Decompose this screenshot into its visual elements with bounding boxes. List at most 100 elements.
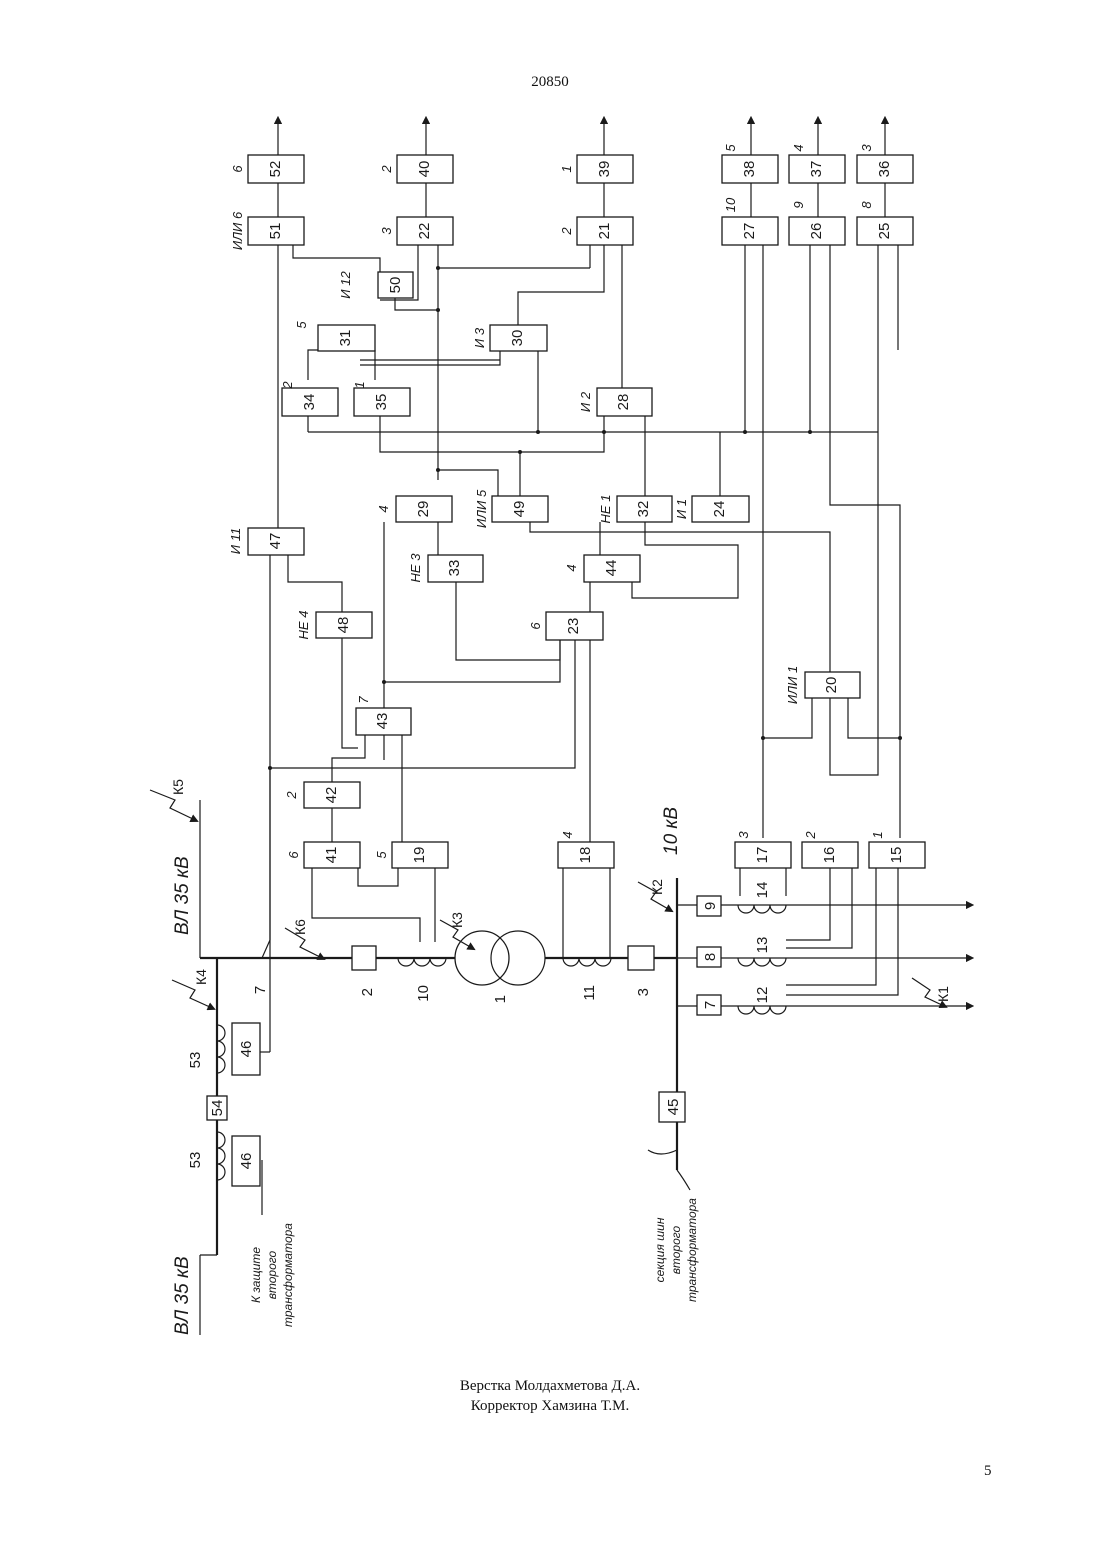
svg-text:29: 29 <box>415 501 432 518</box>
svg-text:1: 1 <box>870 831 885 838</box>
svg-text:37: 37 <box>808 161 825 178</box>
ct-53-label-lower: 53 <box>187 1152 204 1169</box>
ct-14-label: 14 <box>754 882 771 899</box>
ct-10-label: 10 <box>415 985 432 1002</box>
svg-text:И 12: И 12 <box>338 271 353 299</box>
svg-text:30: 30 <box>509 330 526 347</box>
svg-text:2: 2 <box>559 227 574 236</box>
note-bus-line-2: второго <box>669 1225 683 1274</box>
svg-text:НЕ 4: НЕ 4 <box>296 611 311 640</box>
svg-text:50: 50 <box>387 277 404 294</box>
svg-text:18: 18 <box>577 847 594 864</box>
svg-text:36: 36 <box>876 161 893 178</box>
svg-text:31: 31 <box>337 330 354 347</box>
line-protection-blocks: 46 46 <box>232 555 270 1186</box>
svg-text:40: 40 <box>416 161 433 178</box>
svg-text:10: 10 <box>723 197 738 212</box>
power-circuit <box>200 800 970 1335</box>
breaker-45-label: 45 <box>665 1099 682 1116</box>
svg-text:17: 17 <box>754 847 771 864</box>
bus-10kv-label: 10 кВ <box>661 807 682 855</box>
svg-text:НЕ 1: НЕ 1 <box>598 495 613 524</box>
notes: К защите второго трансформатора секция ш… <box>249 1198 699 1327</box>
svg-text:3: 3 <box>379 227 394 235</box>
svg-text:52: 52 <box>267 161 284 178</box>
credits: Верстка Молдахметова Д.А. Корректор Хамз… <box>0 1376 1100 1416</box>
svg-text:26: 26 <box>808 223 825 240</box>
fault-k1-label: К1 <box>935 986 951 1002</box>
svg-text:5: 5 <box>374 851 389 859</box>
svg-text:1: 1 <box>352 381 367 388</box>
svg-text:21: 21 <box>596 223 613 240</box>
svg-text:И 1: И 1 <box>674 499 689 519</box>
svg-text:16: 16 <box>821 847 838 864</box>
breaker-9-label: 9 <box>702 902 719 910</box>
fault-k5-label: К5 <box>170 779 186 795</box>
fault-k4-label: К4 <box>193 969 209 985</box>
svg-text:20: 20 <box>823 677 840 694</box>
svg-text:4: 4 <box>564 564 579 571</box>
svg-text:38: 38 <box>741 161 758 178</box>
layout-credit: Верстка Молдахметова Д.А. <box>0 1376 1100 1396</box>
svg-text:1: 1 <box>559 165 574 172</box>
svg-text:48: 48 <box>335 617 352 634</box>
ct-labels: 10 11 53 53 14 13 12 7 <box>187 882 771 1169</box>
svg-text:44: 44 <box>603 560 620 577</box>
note-protection-line-3: трансформатора <box>281 1223 295 1327</box>
svg-text:4: 4 <box>791 144 806 151</box>
svg-text:6: 6 <box>230 165 245 173</box>
logic-blocks: 50 31 30 34 35 28 29 49 32 24 47 33 44 4… <box>248 272 860 808</box>
svg-text:3: 3 <box>736 831 751 839</box>
fault-k6-label: К6 <box>292 919 308 935</box>
svg-text:5: 5 <box>294 321 309 329</box>
fault-k3-label: К3 <box>449 912 465 928</box>
ct-12-label: 12 <box>754 987 771 1004</box>
svg-text:27: 27 <box>741 223 758 240</box>
svg-text:33: 33 <box>446 560 463 577</box>
svg-text:42: 42 <box>323 787 340 804</box>
note-bus-line-3: трансформатора <box>685 1198 699 1302</box>
svg-text:9: 9 <box>791 201 806 208</box>
output-blocks: 52 51 40 22 39 21 38 27 37 26 36 25 <box>248 155 913 245</box>
svg-text:8: 8 <box>859 201 874 209</box>
line-35kv-top-label: ВЛ 35 кВ <box>172 856 193 935</box>
svg-text:39: 39 <box>596 161 613 178</box>
block-46-lower-label: 46 <box>238 1153 255 1170</box>
svg-text:41: 41 <box>323 847 340 864</box>
breaker-54-label: 54 <box>209 1100 226 1117</box>
relay-blocks: 41 19 18 17 16 15 <box>304 842 925 868</box>
svg-text:32: 32 <box>635 501 652 518</box>
ct-11-label: 11 <box>581 985 598 1001</box>
svg-text:22: 22 <box>416 223 433 240</box>
transformer-label: 1 <box>492 995 509 1003</box>
svg-text:43: 43 <box>374 713 391 730</box>
svg-text:23: 23 <box>565 618 582 635</box>
svg-text:2: 2 <box>280 381 295 390</box>
svg-text:51: 51 <box>267 223 284 240</box>
svg-text:6: 6 <box>528 622 543 630</box>
svg-text:6: 6 <box>286 851 301 859</box>
svg-text:25: 25 <box>876 223 893 240</box>
svg-text:5: 5 <box>723 144 738 152</box>
svg-text:3: 3 <box>859 144 874 152</box>
svg-text:7: 7 <box>356 696 371 704</box>
line-35kv-bottom-label: ВЛ 35 кВ <box>172 1256 193 1335</box>
breaker-labels: 2 3 54 9 8 7 45 <box>209 902 719 1117</box>
svg-text:2: 2 <box>284 791 299 800</box>
transformer-1: 1 <box>455 931 545 1003</box>
breaker-7-label: 7 <box>702 1001 719 1009</box>
svg-text:И 2: И 2 <box>578 391 593 412</box>
svg-text:34: 34 <box>301 394 318 411</box>
svg-text:15: 15 <box>888 847 905 864</box>
svg-text:И 11: И 11 <box>228 528 243 554</box>
link-7-label: 7 <box>252 986 269 994</box>
breaker-2 <box>352 946 376 970</box>
svg-text:47: 47 <box>267 533 284 550</box>
breaker-8-label: 8 <box>702 953 719 961</box>
svg-text:28: 28 <box>615 394 632 411</box>
svg-text:НЕ 3: НЕ 3 <box>408 553 423 583</box>
note-protection-line-2: второго <box>265 1250 279 1299</box>
breaker-3-label: 3 <box>635 988 652 996</box>
svg-text:35: 35 <box>373 394 390 411</box>
